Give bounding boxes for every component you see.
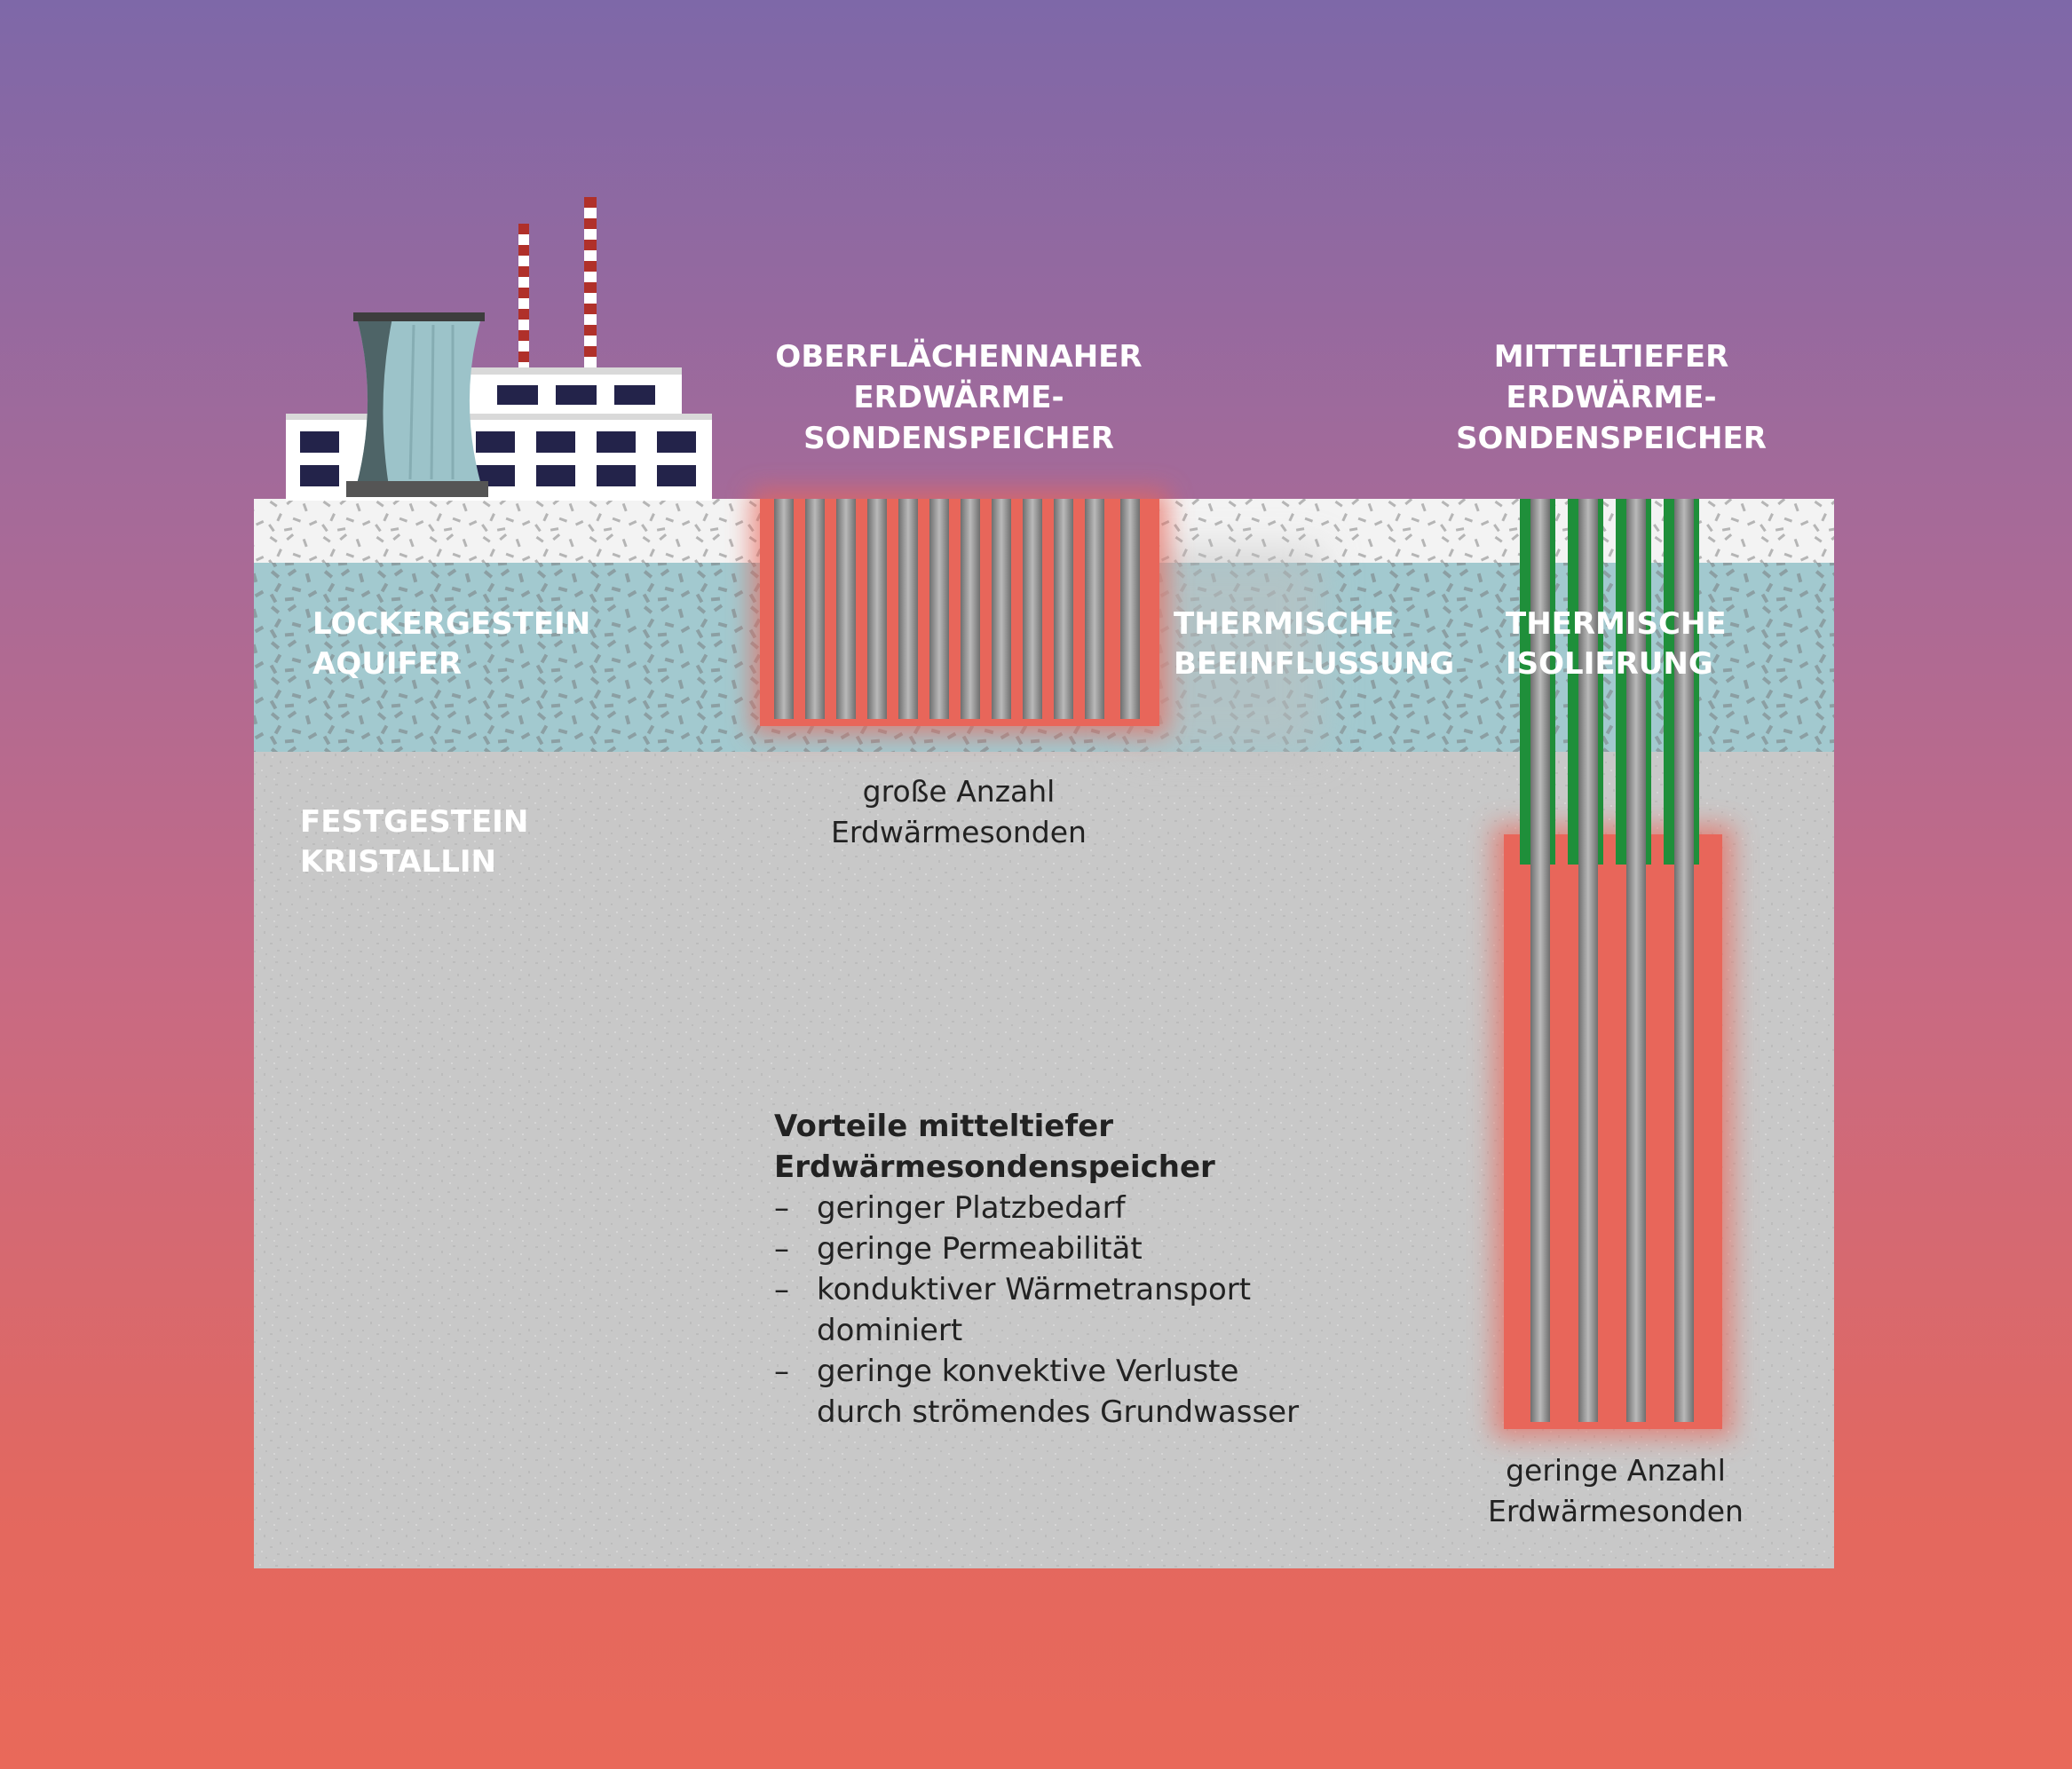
note-line: geringe Anzahl	[1506, 1453, 1726, 1488]
cooling-tower-icon	[346, 312, 488, 497]
advantages-title: Vorteile mitteltiefer Erdwärmesondenspei…	[774, 1106, 1299, 1188]
label-thermal-insulation: THERMISCHE ISOLIERUNG	[1506, 604, 1727, 684]
advantage-line: konduktiver Wärmetransport	[817, 1272, 1252, 1307]
note-line: Erdwärmesonden	[831, 815, 1087, 849]
advantage-line: dominiert	[817, 1313, 963, 1348]
heading-line: MITTELTIEFER	[1493, 339, 1729, 375]
advantage-line: geringe Permeabilität	[817, 1231, 1143, 1267]
label-line: ISOLIERUNG	[1506, 646, 1713, 682]
label-line: FESTGESTEIN	[300, 804, 529, 840]
note-many-probes: große Anzahl Erdwärmesonden	[781, 771, 1136, 853]
heading-shallow-storage: OBERFLÄCHENNAHER ERDWÄRME- SONDENSPEICHE…	[728, 336, 1190, 459]
bullet-dash: –	[774, 1190, 789, 1226]
heading-line: ERDWÄRME-	[1506, 380, 1717, 415]
advantage-line: geringe konvektive Verluste	[817, 1354, 1239, 1389]
label-line: THERMISCHE	[1506, 606, 1727, 642]
label-line: BEEINFLUSSUNG	[1174, 646, 1455, 682]
bullet-dash: –	[774, 1354, 789, 1389]
label-line: THERMISCHE	[1174, 606, 1395, 642]
power-plant-icon	[286, 197, 712, 501]
label-line: LOCKERGESTEIN	[312, 606, 591, 642]
shallow-probes	[774, 499, 1140, 719]
chimney-icon	[584, 197, 597, 382]
heading-line: ERDWÄRME-	[853, 380, 1064, 415]
advantage-item: – konduktiver Wärmetransport dominiert	[774, 1269, 1299, 1351]
advantage-line: durch strömendes Grundwasser	[817, 1394, 1300, 1430]
heading-medium-storage: MITTELTIEFER ERDWÄRME- SONDENSPEICHER	[1380, 336, 1842, 459]
medium-probes	[1530, 499, 1694, 1422]
label-line: AQUIFER	[312, 646, 463, 682]
label-line: KRISTALLIN	[300, 844, 496, 880]
heading-line: OBERFLÄCHENNAHER	[775, 339, 1143, 375]
heading-line: SONDENSPEICHER	[803, 421, 1114, 456]
advantage-item: – geringe Permeabilität	[774, 1228, 1299, 1269]
advantage-line: geringer Platzbedarf	[817, 1190, 1126, 1226]
label-bedrock: FESTGESTEIN KRISTALLIN	[300, 802, 528, 882]
advantages-title-line: Vorteile mitteltiefer	[774, 1109, 1113, 1144]
label-thermal-influence: THERMISCHE BEEINFLUSSUNG	[1174, 604, 1454, 684]
note-line: Erdwärmesonden	[1488, 1494, 1744, 1528]
bullet-dash: –	[774, 1272, 789, 1307]
heading-line: SONDENSPEICHER	[1456, 421, 1767, 456]
label-aquifer: LOCKERGESTEIN AQUIFER	[312, 604, 590, 684]
bullet-dash: –	[774, 1231, 789, 1267]
advantage-item: – geringer Platzbedarf	[774, 1188, 1299, 1228]
advantages-title-line: Erdwärmesondenspeicher	[774, 1149, 1215, 1185]
chimney-icon	[518, 224, 529, 382]
advantages-list: Vorteile mitteltiefer Erdwärmesondenspei…	[774, 1106, 1299, 1433]
note-line: große Anzahl	[862, 774, 1056, 809]
advantage-item: – geringe konvektive Verluste durch strö…	[774, 1351, 1299, 1433]
note-few-probes: geringe Anzahl Erdwärmesonden	[1438, 1450, 1793, 1532]
